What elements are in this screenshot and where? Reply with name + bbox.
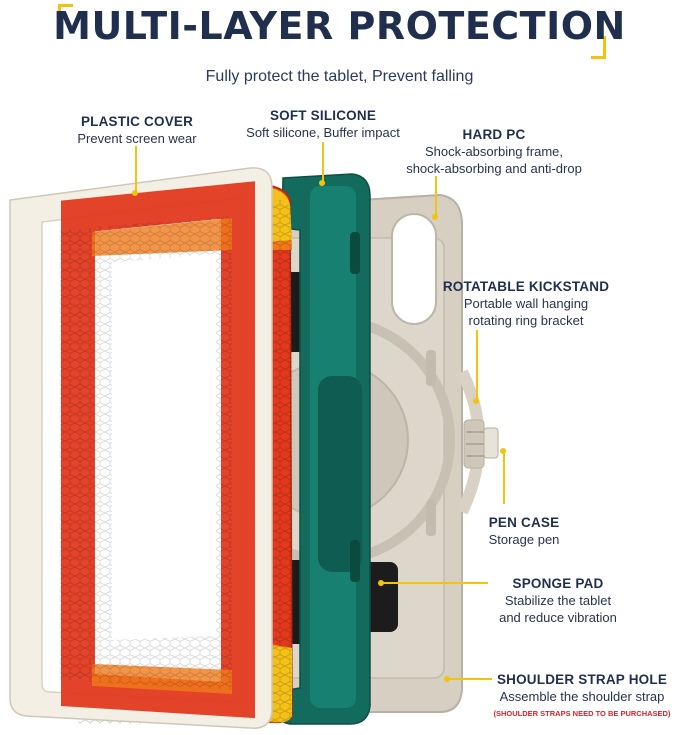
sponge-pad-desc-2: and reduce vibration (499, 610, 617, 625)
strap-hole-desc: Assemble the shoulder strap (499, 689, 665, 704)
hard-pc-leader (435, 176, 437, 216)
kickstand-and-pen-holder (456, 369, 499, 515)
strap-hole-leader (448, 678, 492, 680)
kickstand-title: ROTATABLE KICKSTAND (442, 279, 610, 294)
title-bracket-top-left (58, 4, 73, 27)
page-title: MULTI-LAYER PROTECTION (53, 4, 626, 48)
soft-silicone-title: SOFT SILICONE (269, 108, 377, 123)
plastic-screen-cover (9, 167, 273, 729)
soft-silicone-leader (322, 142, 324, 182)
title-bracket-bottom-right (591, 36, 606, 59)
teal-silicone-bumper (275, 173, 371, 725)
plastic-cover-desc: Prevent screen wear (77, 131, 197, 146)
kickstand-callout: ROTATABLE KICKSTAND Portable wall hangin… (436, 278, 616, 329)
plastic-cover-title: PLASTIC COVER (80, 114, 194, 129)
pen-case-desc: Storage pen (488, 532, 560, 547)
sponge-pad-callout: SPONGE PAD Stabilize the tablet and redu… (488, 575, 628, 626)
pen-case-callout: PEN CASE Storage pen (476, 514, 572, 548)
sponge-pad-desc-1: Stabilize the tablet (504, 593, 612, 608)
hard-pc-callout: HARD PC Shock-absorbing frame, shock-abs… (398, 126, 590, 177)
page-subtitle: Fully protect the tablet, Prevent fallin… (205, 68, 474, 85)
strap-hole-note: (SHOULDER STRAPS NEED TO BE PURCHASED) (493, 709, 671, 718)
pen-case-title: PEN CASE (488, 515, 560, 530)
soft-silicone-desc: Soft silicone, Buffer impact (246, 125, 400, 140)
sponge-pad-leader (382, 582, 488, 584)
strap-hole-callout: SHOULDER STRAP HOLE Assemble the shoulde… (488, 671, 676, 722)
kickstand-desc-1: Portable wall hanging (463, 296, 589, 311)
kickstand-desc-2: rotating ring bracket (468, 313, 584, 328)
hard-pc-desc-2: shock-absorbing and anti-drop (406, 161, 582, 176)
hard-pc-title: HARD PC (462, 127, 526, 142)
hard-pc-desc-1: Shock-absorbing frame, (424, 144, 563, 159)
soft-silicone-callout: SOFT SILICONE Soft silicone, Buffer impa… (230, 107, 416, 141)
plastic-cover-callout: PLASTIC COVER Prevent screen wear (62, 113, 212, 147)
sponge-pad-title: SPONGE PAD (512, 576, 604, 591)
pen-case-leader (503, 452, 505, 504)
plastic-cover-leader (135, 146, 137, 192)
strap-hole-title: SHOULDER STRAP HOLE (496, 672, 668, 687)
kickstand-leader (476, 330, 478, 400)
